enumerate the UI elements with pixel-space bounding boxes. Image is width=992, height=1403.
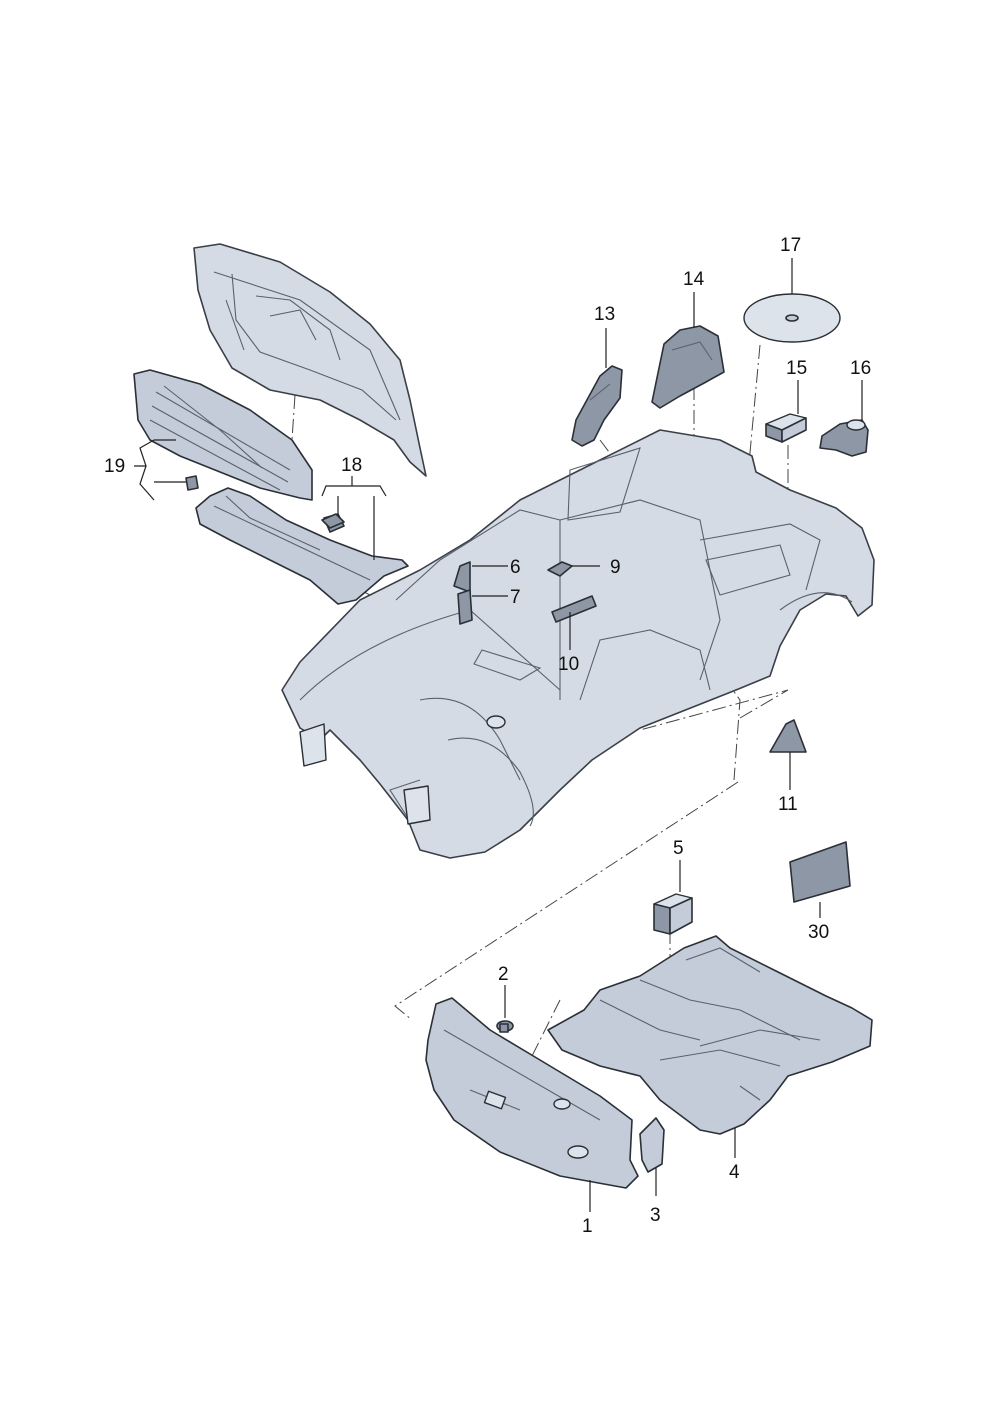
bonnet-panel (193, 243, 427, 477)
callout-1: 1 (582, 1216, 593, 1237)
part-30 (789, 841, 851, 903)
callout-9: 9 (610, 557, 621, 578)
callout-10: 10 (558, 654, 579, 675)
part-7 (457, 589, 473, 625)
callout-2: 2 (498, 964, 509, 985)
bonnet-insulation-19 (133, 369, 313, 501)
part-6 (453, 561, 471, 593)
callout-labels: 1 2 3 4 5 6 7 9 10 11 13 14 15 16 17 18 … (104, 235, 871, 1237)
callout-5: 5 (673, 838, 684, 859)
callout-7: 7 (510, 587, 521, 608)
callout-4: 4 (729, 1162, 740, 1183)
part-3 (639, 1117, 665, 1173)
callout-16: 16 (850, 358, 871, 379)
part-11 (769, 719, 807, 753)
part-15 (765, 413, 807, 443)
part-5 (653, 893, 693, 935)
part-1-bulkhead-insulation (425, 997, 639, 1189)
leader-19 (134, 439, 186, 501)
part-10 (551, 595, 597, 623)
callout-15: 15 (786, 358, 807, 379)
leader-lines (134, 258, 863, 1212)
callout-14: 14 (683, 269, 705, 290)
plenum-panel (195, 487, 409, 605)
part-14 (651, 325, 725, 409)
part-18 (321, 513, 345, 529)
part-4-floor-insulation (547, 935, 873, 1135)
callout-18: 18 (341, 455, 362, 476)
callout-19: 19 (104, 456, 125, 477)
callout-6: 6 (510, 557, 521, 578)
disc-part-17-hole (785, 314, 799, 322)
callout-3: 3 (650, 1205, 661, 1226)
callout-11: 11 (778, 794, 798, 815)
callout-30: 30 (808, 922, 829, 943)
leader-18 (321, 476, 387, 560)
part-13 (571, 365, 623, 447)
part-16 (819, 419, 869, 457)
car-body-shell (281, 429, 875, 859)
callout-13: 13 (594, 304, 615, 325)
callout-17: 17 (780, 235, 801, 256)
part-2-clip (496, 1020, 514, 1033)
